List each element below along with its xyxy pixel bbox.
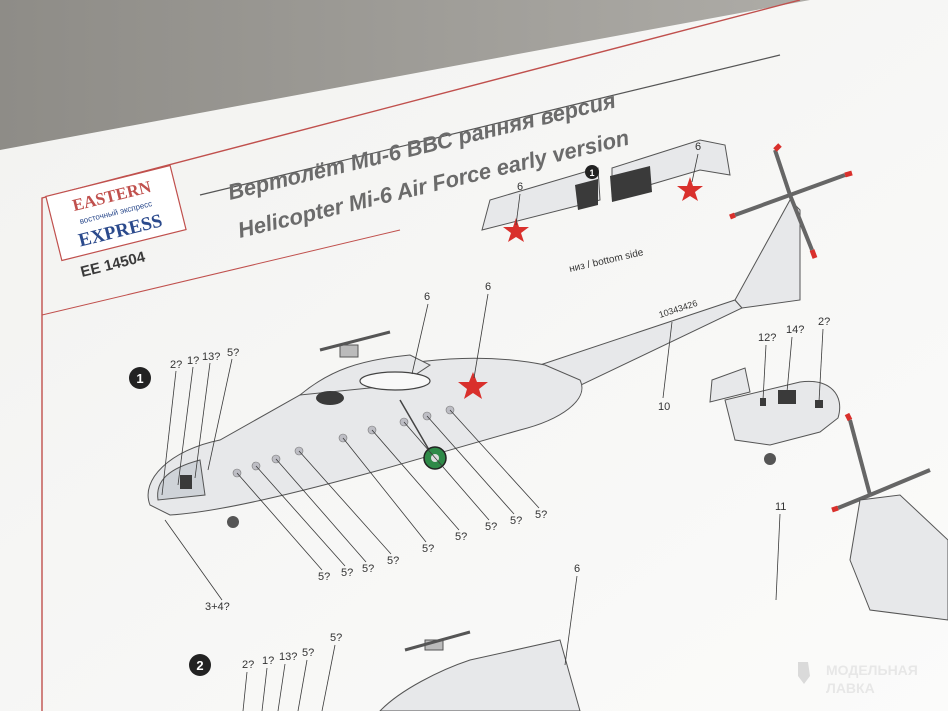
page-frame-line (41, 0, 801, 711)
svg-text:5?: 5? (330, 632, 342, 644)
callout-6-intake: 6 (424, 291, 430, 303)
helicopter-profile-2: 2 2? 1? 13? 5? 5? 6 11 (189, 412, 948, 711)
eastern-express-logo: EASTERN восточный экспресс EXPRESS (45, 164, 187, 262)
callout-10: 10 (658, 401, 670, 413)
svg-text:1?: 1? (262, 655, 274, 667)
shop-watermark: МОДЕЛЬНАЯ ЛАВКА (798, 662, 918, 696)
callout-11: 11 (775, 501, 786, 513)
callout-13: 13? (202, 351, 220, 363)
helicopter-profile-1: 10343426 1 2? 1? 13? 5? 3+4? 6 6 10 (129, 143, 853, 613)
cockpit-panel (180, 475, 192, 489)
page-divider-line (41, 229, 401, 316)
svg-text:5?: 5? (455, 531, 467, 543)
callout-6-star: 6 (485, 281, 491, 293)
svg-text:5?: 5? (485, 521, 497, 533)
air-intake (359, 371, 431, 391)
wing-marker: 1 (589, 168, 594, 178)
tail-fin (734, 199, 801, 309)
wing-star-right (677, 177, 703, 201)
svg-text:5?: 5? (510, 515, 522, 527)
callout-2: 2? (170, 359, 182, 371)
tail-rotor-blade (773, 149, 792, 196)
svg-text:5?: 5? (387, 555, 399, 567)
callout-1: 1? (187, 355, 199, 367)
wing-caption: низ / bottom side (568, 247, 645, 275)
wing-label-left: 6 (517, 181, 523, 193)
svg-text:5?: 5? (302, 647, 314, 659)
callout-5: 5? (227, 347, 239, 359)
wing-dark-panel-left (575, 179, 598, 210)
fuselage-star (458, 372, 488, 399)
helicopter-rear-view: 12? 14? 2? (709, 316, 841, 465)
title-rule (199, 54, 781, 196)
callout-3-4: 3+4? (205, 601, 230, 613)
svg-text:2?: 2? (242, 659, 254, 671)
wing-bottom-view: 1 6 6 низ / bottom side (481, 139, 731, 275)
svg-text:5?: 5? (341, 567, 353, 579)
watermark-line-2: ЛАВКА (826, 680, 875, 696)
wing-dark-panel-right (610, 166, 652, 202)
profile-1-marker: 1 (136, 371, 143, 386)
callout-2-rear: 2? (818, 316, 830, 328)
profile-2-marker: 2 (196, 658, 203, 673)
svg-text:5?: 5? (318, 571, 330, 583)
fuselage (147, 357, 583, 516)
callout-12: 12? (758, 332, 776, 344)
svg-text:5?: 5? (535, 509, 547, 521)
wing-star-left (503, 218, 529, 242)
wing-marker-circle (585, 165, 599, 179)
main-rotor-hub (319, 330, 391, 352)
svg-text:13?: 13? (279, 651, 297, 663)
callout-14: 14? (786, 324, 804, 336)
svg-text:5?: 5? (422, 543, 434, 555)
wing-label-right: 6 (695, 141, 701, 153)
nose-wheel (227, 516, 239, 528)
svg-text:5?: 5? (362, 563, 374, 575)
watermark-line-1: МОДЕЛЬНАЯ (826, 662, 918, 678)
callout-6-profile-2: 6 (574, 563, 580, 575)
nose-panel (316, 391, 344, 405)
